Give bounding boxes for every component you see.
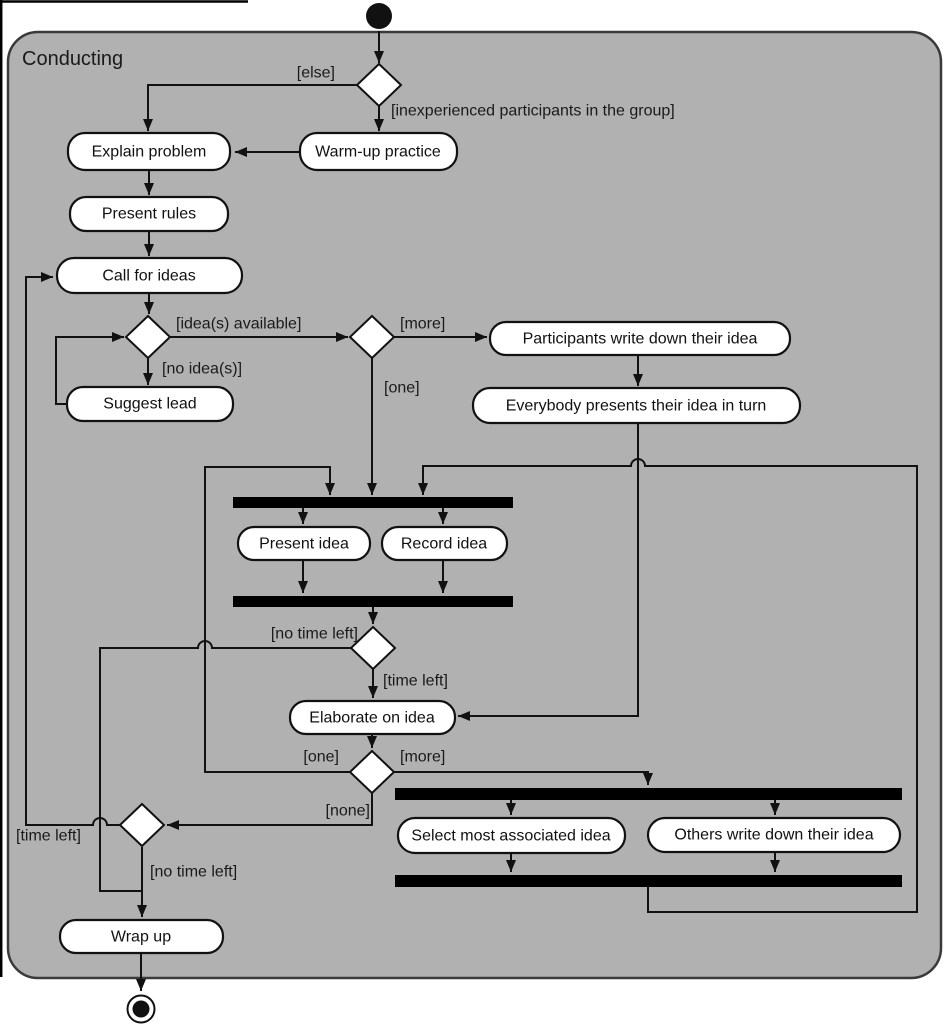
action-wrap-up-label: Wrap up bbox=[111, 929, 171, 946]
guard-else: [else] bbox=[297, 65, 335, 82]
edge-suggest-lead-loop bbox=[55, 332, 124, 405]
edge-none-to-final-decision bbox=[167, 793, 373, 830]
action-explain-problem bbox=[66, 131, 232, 172]
guard-inexperienced: [inexperienced participants in the group… bbox=[391, 103, 675, 120]
action-present-rules-label: Present rules bbox=[102, 206, 196, 223]
guard-ideas-available: [idea(s) available] bbox=[176, 316, 301, 333]
decision-more-or-one bbox=[348, 314, 396, 360]
action-select-most-associated bbox=[396, 816, 627, 855]
edge-else-to-explain-problem bbox=[143, 84, 357, 131]
action-participants-write-label: Participants write down their idea bbox=[523, 331, 758, 348]
action-present-rules bbox=[68, 195, 230, 233]
action-wrap-up bbox=[58, 918, 225, 955]
action-present-idea-label: Present idea bbox=[259, 536, 349, 553]
action-nodes: Explain problem Warm-up practice Present… bbox=[55, 131, 902, 955]
fork-bar-2 bbox=[395, 788, 902, 800]
guard-more-top: [more] bbox=[400, 316, 445, 333]
action-record-idea-label: Record idea bbox=[401, 536, 487, 553]
action-suggest-lead-label: Suggest lead bbox=[103, 396, 196, 413]
guard-time-left-1: [time left] bbox=[383, 673, 448, 690]
final-node bbox=[132, 1000, 150, 1018]
edge-join2-loop-to-fork1 bbox=[418, 458, 918, 913]
edge-everybody-to-elaborate bbox=[458, 423, 639, 721]
guard-time-left-2: [time left] bbox=[16, 828, 81, 845]
action-select-most-associated-label: Select most associated idea bbox=[411, 828, 610, 845]
action-call-for-ideas-label: Call for ideas bbox=[102, 268, 195, 285]
action-participants-write bbox=[488, 320, 792, 357]
action-elaborate-on-idea-label: Elaborate on idea bbox=[309, 710, 435, 727]
guard-more-2: [more] bbox=[400, 749, 445, 766]
action-warm-up-practice bbox=[298, 131, 459, 172]
action-everybody-presents bbox=[471, 386, 802, 425]
action-others-write bbox=[646, 816, 902, 854]
decision-idea-count bbox=[348, 749, 396, 795]
action-explain-problem-label: Explain problem bbox=[92, 144, 207, 161]
action-present-idea bbox=[236, 525, 372, 562]
frame-title: Conducting bbox=[22, 48, 123, 70]
guard-labels: [else] [inexperienced participants in th… bbox=[16, 65, 675, 881]
guard-none: [none] bbox=[326, 803, 370, 820]
decision-time-left-1 bbox=[349, 625, 397, 671]
edge-one-loop-to-fork1 bbox=[204, 466, 351, 773]
guard-one-top: [one] bbox=[384, 380, 420, 397]
decision-experience bbox=[355, 62, 403, 108]
edges bbox=[25, 31, 918, 991]
action-elaborate-on-idea bbox=[288, 699, 457, 736]
action-warm-up-practice-label: Warm-up practice bbox=[315, 144, 441, 161]
initial-node bbox=[366, 3, 392, 29]
guard-one-2: [one] bbox=[303, 749, 339, 766]
guard-no-ideas: [no idea(s)] bbox=[162, 361, 242, 378]
action-suggest-lead bbox=[65, 385, 235, 423]
join-bar-1 bbox=[233, 596, 513, 607]
action-others-write-label: Others write down their idea bbox=[674, 827, 873, 844]
join-bar-2 bbox=[395, 875, 902, 887]
guard-no-time-left-2: [no time left] bbox=[150, 864, 237, 881]
action-call-for-ideas bbox=[55, 256, 244, 295]
edge-time-left-loop-to-call-for-ideas bbox=[25, 272, 121, 826]
guard-no-time-left-1: [no time left] bbox=[271, 626, 358, 643]
action-everybody-presents-label: Everybody presents their idea in turn bbox=[506, 398, 767, 415]
action-record-idea bbox=[380, 525, 509, 562]
decision-ideas-available bbox=[124, 314, 172, 360]
edge-more-to-fork2 bbox=[394, 771, 653, 785]
fork-bar-1 bbox=[233, 497, 513, 508]
decision-time-left-2 bbox=[118, 802, 166, 848]
edge-no-time-left-to-wrap-up-merge bbox=[99, 640, 352, 892]
